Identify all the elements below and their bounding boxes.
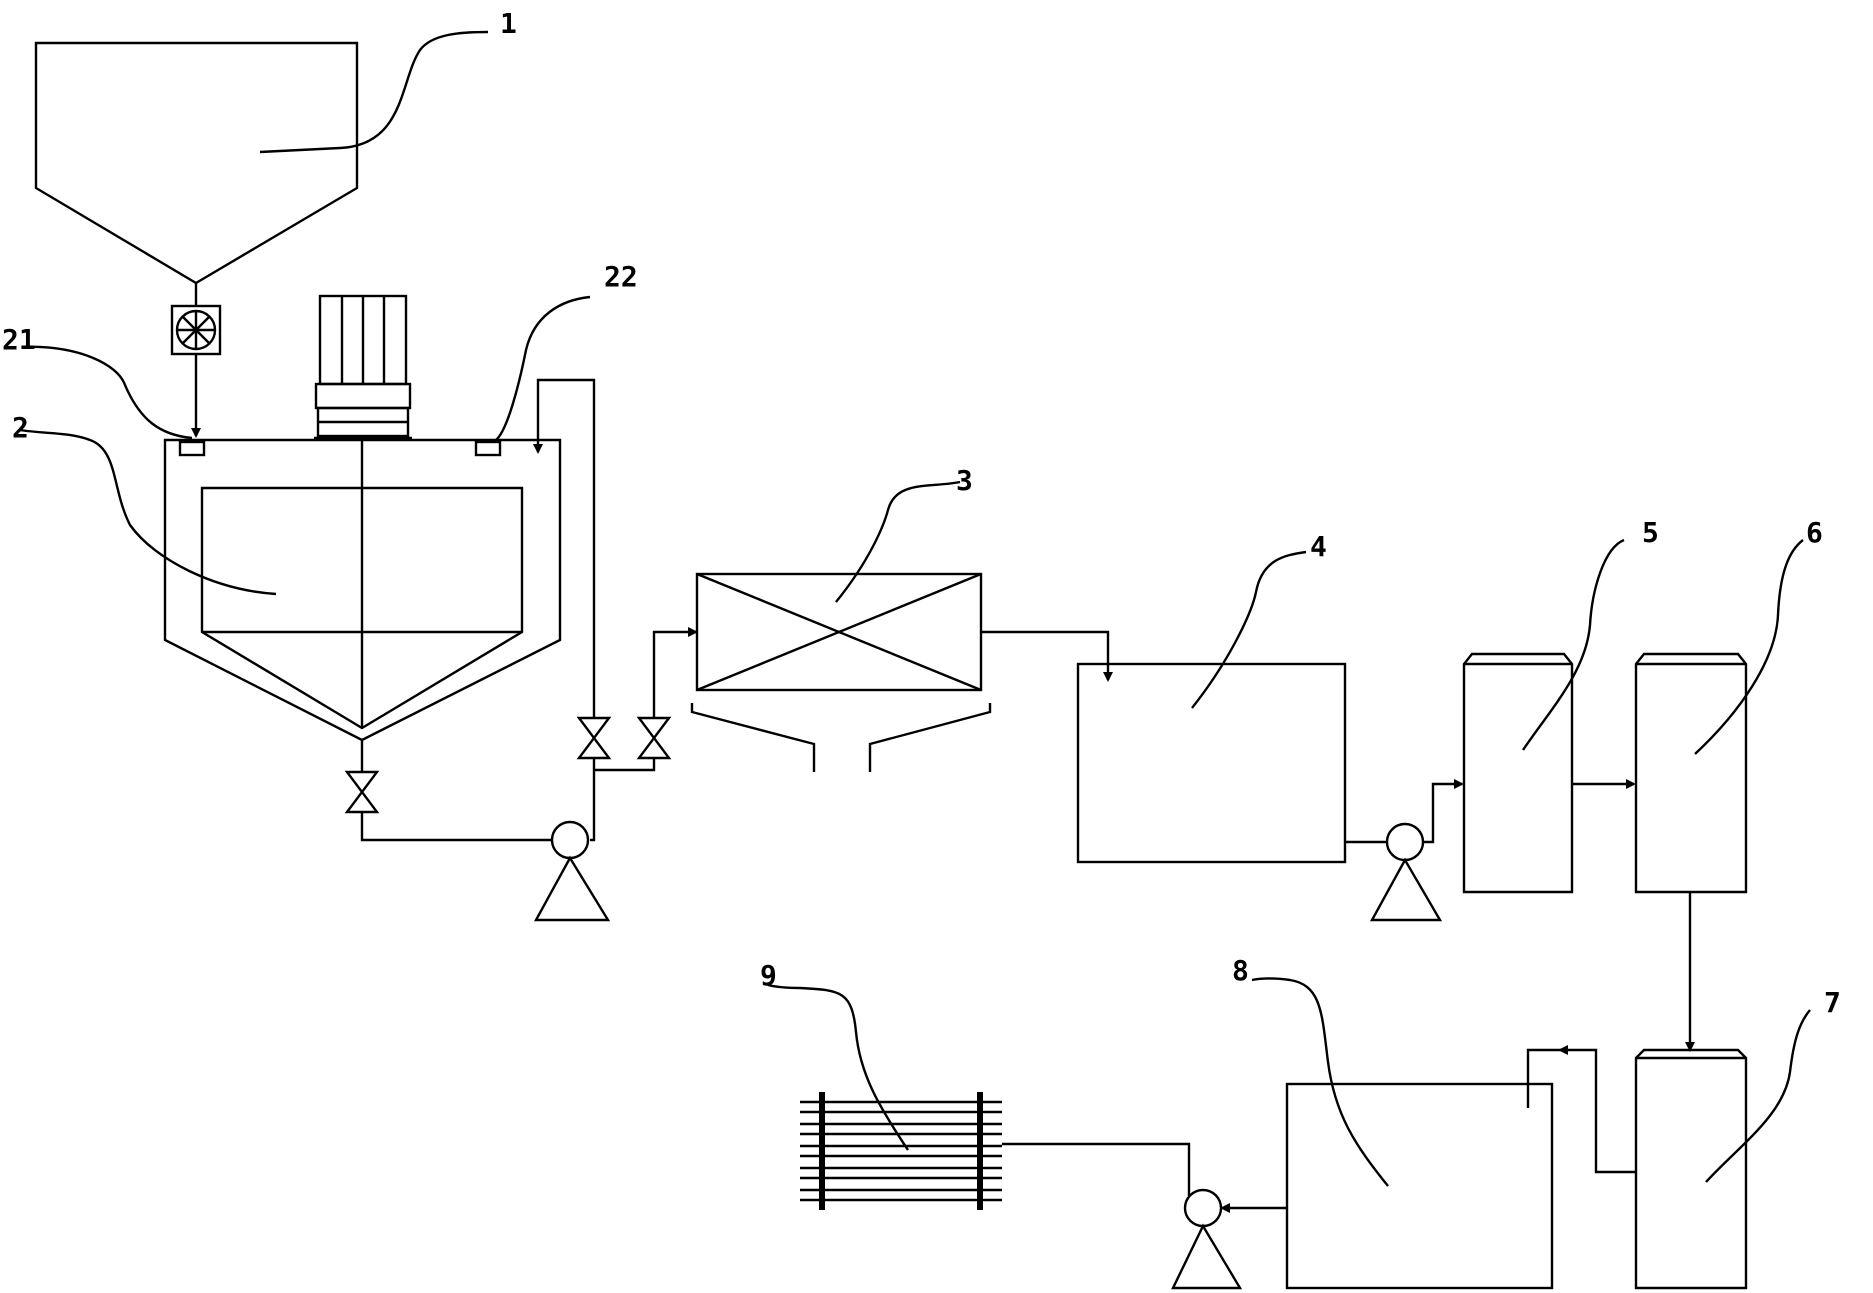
arrow-icon (1454, 779, 1464, 789)
buffer-tank (1076, 662, 1347, 864)
recirculation-return-pipe (536, 378, 596, 718)
column-6 (1634, 652, 1748, 894)
column-5 (1462, 652, 1574, 894)
product-tank (1285, 1082, 1554, 1290)
label-2: 2 (12, 411, 29, 444)
filtrate-pipe (981, 630, 1110, 680)
filter-hood-left (690, 703, 816, 772)
arrow-icon (1685, 1042, 1695, 1052)
label-4: 4 (1310, 530, 1327, 563)
recirculation-pipe (590, 758, 596, 842)
filter-inlet-pipe (652, 630, 696, 718)
inlet-22 (474, 440, 502, 457)
pump2-discharge-pipe (1423, 782, 1462, 844)
tank-inner-vessel (200, 486, 524, 730)
pump1-icon (533, 820, 611, 922)
label-1: 1 (500, 7, 517, 40)
label-22: 22 (604, 260, 638, 293)
filter-unit (695, 572, 983, 692)
arrow-icon (533, 444, 543, 454)
arrow-icon (1558, 1045, 1568, 1055)
arrow-icon (191, 428, 201, 438)
arrow-icon (1626, 779, 1636, 789)
recirculation-valve-icon (576, 716, 612, 760)
column-7-to-8-pipe (1526, 1048, 1636, 1174)
pump3-icon (1171, 1188, 1243, 1290)
membrane-module-icon (800, 1092, 1002, 1210)
arrow-icon (1220, 1203, 1230, 1213)
rotary-feeder-icon (170, 304, 222, 356)
column-7 (1634, 1048, 1748, 1290)
label-5: 5 (1642, 516, 1659, 549)
tank-outer-shell (163, 438, 562, 742)
label-3: 3 (956, 464, 973, 497)
pump1-suction-pipe (360, 812, 552, 842)
leader-lines (19, 30, 1811, 1187)
label-21: 21 (2, 323, 36, 356)
arrow-icon (1103, 672, 1113, 682)
filter-hood-right (868, 703, 992, 772)
arrow-icon (688, 627, 698, 637)
label-9: 9 (760, 959, 777, 992)
label-6: 6 (1806, 516, 1823, 549)
filter-feed-pipe (594, 758, 656, 772)
pump3-discharge-pipe (1002, 1142, 1191, 1196)
pump2-icon (1369, 822, 1443, 922)
outlet-valve-icon (344, 770, 380, 814)
label-7: 7 (1824, 986, 1841, 1019)
filter-valve-icon (636, 716, 672, 760)
hopper (34, 41, 359, 285)
label-8: 8 (1232, 954, 1249, 987)
inlet-21 (178, 440, 206, 457)
agitator-motor-icon (314, 294, 412, 440)
